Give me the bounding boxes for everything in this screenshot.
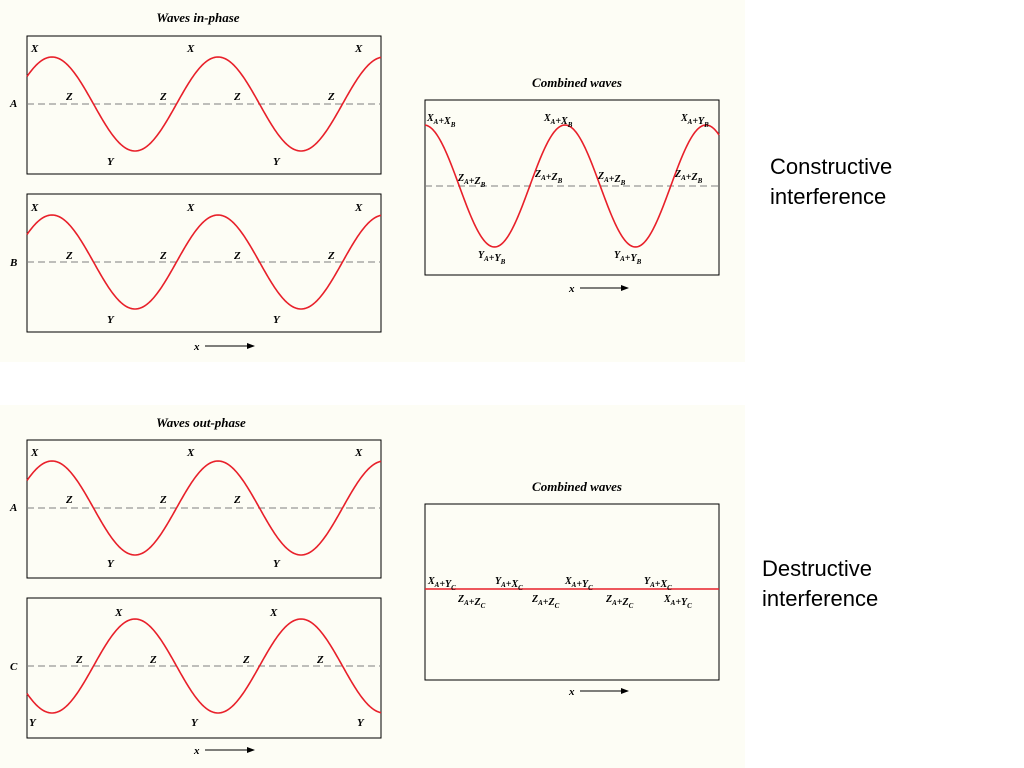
top-combined-axis-x-label: x	[568, 283, 575, 295]
top-panel-background	[0, 0, 745, 362]
top-axis-x-label: x	[193, 341, 200, 353]
bottom-combined-label-top1: XA+YC	[427, 576, 456, 592]
bottom-wave-a-label-z2: Z	[159, 494, 167, 506]
top-wave-b-label-y1: Y	[107, 314, 115, 326]
bottom-wave-c-curve	[26, 618, 382, 714]
constructive-interference-caption: Constructive interference	[770, 154, 893, 209]
bottom-wave-c-label-y3: Y	[357, 717, 365, 729]
bottom-combined-label-top2: YA+XC	[495, 576, 523, 592]
bottom-wave-c-label-z1: Z	[75, 654, 83, 666]
destructive-interference-caption: Destructive interference	[762, 556, 879, 611]
top-combined-label-zero1: ZA+ZB	[457, 173, 486, 189]
bottom-wave-c-frame	[26, 597, 382, 739]
bottom-combined-label-bot1: ZA+ZC	[457, 594, 486, 610]
bottom-wave-a-frame	[26, 439, 382, 579]
top-title: Waves in-phase	[156, 10, 239, 25]
top-wave-a-label-y2: Y	[273, 156, 281, 168]
top-wave-b-label-y2: Y	[273, 314, 281, 326]
top-wave-b-label-x2: X	[186, 202, 195, 214]
top-wave-a-label-z1: Z	[65, 91, 73, 103]
bottom-wave-a-label-x1: X	[30, 447, 39, 459]
bottom-wave-c-label-z4: Z	[316, 654, 324, 666]
bottom-title: Waves out-phase	[156, 415, 246, 430]
bottom-combined-frame	[424, 503, 720, 681]
bottom-wave-a-label-z1: Z	[65, 494, 73, 506]
bottom-wave-c-label-y2: Y	[191, 717, 199, 729]
top-wave-b-label-z3: Z	[233, 250, 241, 262]
bottom-combined-label-top3: XA+YC	[564, 576, 593, 592]
bottom-axis-x-label: x	[193, 745, 200, 757]
bottom-wave-c-label-x1: X	[114, 607, 123, 619]
top-combined-label-trough2: YA+YB	[614, 250, 642, 266]
top-wave-b-label-z2: Z	[159, 250, 167, 262]
top-combined-label-peak2: XA+XB	[543, 113, 573, 129]
top-wave-a-label-z2: Z	[159, 91, 167, 103]
bottom-wave-c-label-z2: Z	[149, 654, 157, 666]
top-wave-a-label-y1: Y	[107, 156, 115, 168]
top-wave-a-label-x2: X	[186, 43, 195, 55]
bottom-combined-axis-x-label: x	[568, 686, 575, 698]
top-wave-a-label-x3: X	[354, 43, 363, 55]
top-wave-b-label-x1: X	[30, 202, 39, 214]
bottom-combined-label-bot4: XA+YC	[663, 594, 692, 610]
bottom-wave-c-label-z3: Z	[242, 654, 250, 666]
top-wave-a-label-z3: Z	[233, 91, 241, 103]
top-combined-curve	[424, 124, 720, 248]
top-combined-title: Combined waves	[532, 75, 622, 90]
top-wave-b-label-z4: Z	[327, 250, 335, 262]
bottom-combined-label-bot2: ZA+ZC	[531, 594, 560, 610]
bottom-combined-title: Combined waves	[532, 479, 622, 494]
top-wave-b-curve	[26, 214, 382, 310]
bottom-wave-a-side-label: A	[9, 502, 17, 514]
top-wave-a-label-z4: Z	[327, 91, 335, 103]
top-wave-a-frame	[26, 35, 382, 175]
top-wave-b-frame	[26, 193, 382, 333]
top-wave-b-side-label: B	[9, 257, 17, 269]
bottom-wave-a-label-z3: Z	[233, 494, 241, 506]
top-combined-label-zero2: ZA+ZB	[534, 169, 563, 185]
bottom-combined-label-top4: YA+XC	[644, 576, 672, 592]
bottom-wave-a-curve	[26, 460, 382, 556]
top-wave-a-curve	[26, 56, 382, 152]
bottom-wave-c-side-label: C	[10, 661, 18, 673]
top-combined-frame	[424, 99, 720, 276]
top-combined-label-zero4: ZA+ZB	[674, 169, 703, 185]
bottom-wave-c-label-y1: Y	[29, 717, 37, 729]
bottom-wave-a-label-y2: Y	[273, 558, 281, 570]
bottom-wave-a-label-x3: X	[354, 447, 363, 459]
top-wave-a-side-label: A	[9, 98, 17, 110]
bottom-wave-a-label-x2: X	[186, 447, 195, 459]
top-wave-b-label-z1: Z	[65, 250, 73, 262]
top-wave-a-label-x1: X	[30, 43, 39, 55]
top-combined-label-zero3: ZA+ZB	[597, 171, 626, 187]
top-combined-label-trough1: YA+YB	[478, 250, 506, 266]
top-combined-label-peak1: XA+XB	[426, 113, 456, 129]
bottom-wave-c-label-x2: X	[269, 607, 278, 619]
top-combined-label-peak3: XA+YB	[680, 113, 709, 129]
top-wave-b-label-x3: X	[354, 202, 363, 214]
bottom-wave-a-label-y1: Y	[107, 558, 115, 570]
bottom-combined-label-bot3: ZA+ZC	[605, 594, 634, 610]
